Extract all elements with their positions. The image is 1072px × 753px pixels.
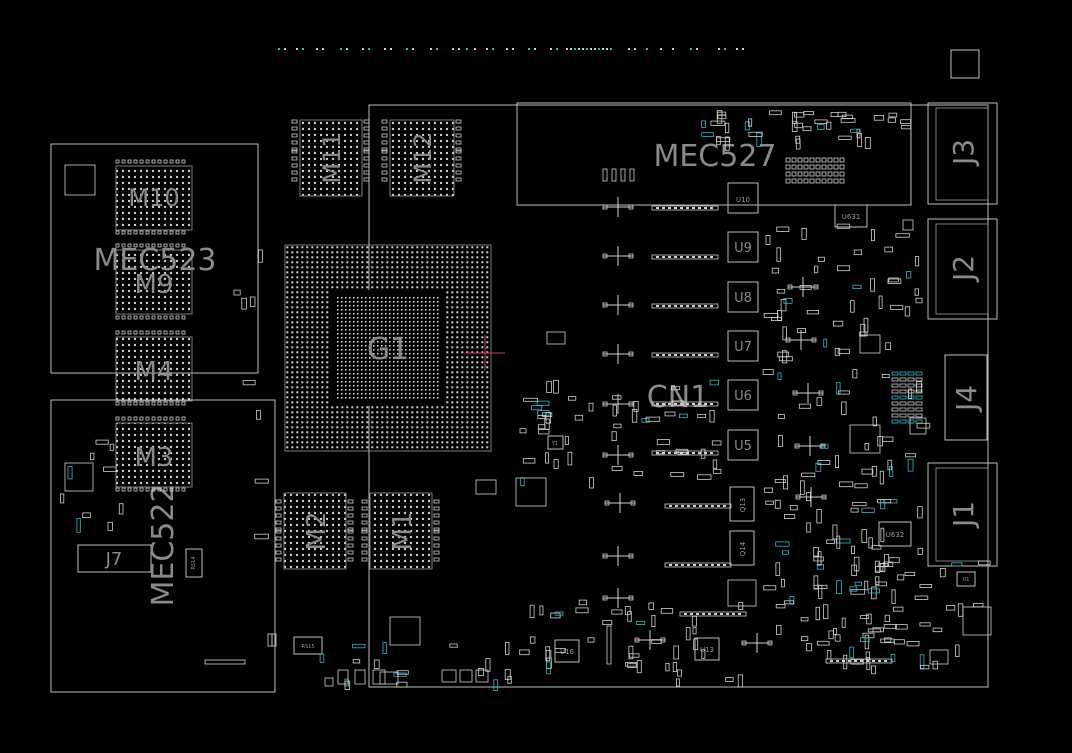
- chip-u1: U1: [956, 571, 976, 587]
- g1-label: G1: [367, 332, 409, 367]
- u631-label: U631: [842, 213, 860, 221]
- memory-m11: M11: [299, 119, 363, 197]
- mec527-outline: [516, 102, 912, 206]
- vrm-chip-u6: U6: [727, 379, 759, 411]
- rs14-label: RS14: [191, 556, 197, 569]
- u632-label: U632: [886, 531, 904, 539]
- u13-label: U13: [700, 646, 714, 654]
- connector-j1: J1: [927, 462, 998, 567]
- u9-label: U9: [734, 241, 752, 256]
- mec523-label: MEC523: [93, 243, 216, 278]
- u5-label: U5: [734, 439, 752, 454]
- connector-j4: J4: [944, 354, 988, 441]
- gpu-g1: G1: [284, 244, 505, 452]
- mec522-label: MEC522: [146, 483, 181, 606]
- test-point-row: [278, 48, 744, 50]
- j1-label: J1: [947, 501, 980, 529]
- m2-label: M2: [302, 512, 332, 551]
- mec618-outline: [950, 49, 980, 79]
- smd-pad-field: [60, 110, 992, 691]
- mec527-label: MEC527: [653, 139, 776, 174]
- u6-label: U6: [734, 389, 752, 404]
- u1-label: U1: [963, 577, 970, 583]
- vrm-chip-u5: U5: [727, 429, 759, 461]
- chip-u632: U632: [878, 521, 912, 547]
- vrm-chip-u10: U10: [727, 182, 759, 214]
- cn1-label: CN1: [647, 380, 709, 415]
- y1-label: Y1: [551, 441, 558, 447]
- u10-label: U10: [736, 196, 750, 204]
- m1-label: M1: [388, 512, 418, 551]
- memory-m3: M3: [115, 422, 193, 488]
- connector-j3: J3: [927, 102, 998, 205]
- resistor-rs14: RS14: [185, 548, 203, 578]
- q13-label: Q13: [739, 498, 747, 512]
- m10-label: M10: [128, 184, 179, 212]
- m4-label: M4: [135, 357, 174, 387]
- transistor-q13: Q13: [729, 486, 755, 522]
- q14-label: Q14: [739, 541, 747, 556]
- connector-j7: J7: [77, 544, 152, 573]
- memory-m2: M2: [283, 492, 347, 570]
- memory-m9: M9: [115, 249, 193, 315]
- vrm-chip-u9: U9: [727, 231, 759, 263]
- m12-label: M12: [409, 132, 437, 183]
- memory-m12: M12: [389, 119, 455, 197]
- u8-label: U8: [734, 291, 752, 306]
- j4-label: J4: [950, 385, 983, 413]
- j3-label: J3: [947, 139, 980, 167]
- rs15-label: RS15: [301, 644, 314, 650]
- j2-label: J2: [947, 255, 980, 283]
- memory-m4: M4: [115, 336, 193, 402]
- memory-m1: M1: [369, 492, 433, 570]
- resistor-rs15: RS15: [293, 636, 323, 655]
- vrm-chip-u8: U8: [727, 281, 759, 313]
- chip-u16: U16: [554, 639, 580, 663]
- connector-j2: J2: [927, 218, 998, 320]
- m11-label: M11: [318, 132, 346, 183]
- u7-label: U7: [734, 340, 752, 355]
- m9-label: M9: [135, 270, 174, 300]
- j7-label: J7: [105, 549, 123, 570]
- transistor-q14: Q14: [729, 530, 755, 566]
- memory-m10: M10: [115, 165, 193, 231]
- u16-label: U16: [560, 648, 575, 656]
- chip-u631: U631: [834, 204, 868, 228]
- crystal-y1: Y1: [547, 435, 564, 450]
- chip-u13: U13: [694, 637, 720, 661]
- m3-label: M3: [135, 443, 174, 473]
- vrm-chip-u7: U7: [727, 330, 759, 362]
